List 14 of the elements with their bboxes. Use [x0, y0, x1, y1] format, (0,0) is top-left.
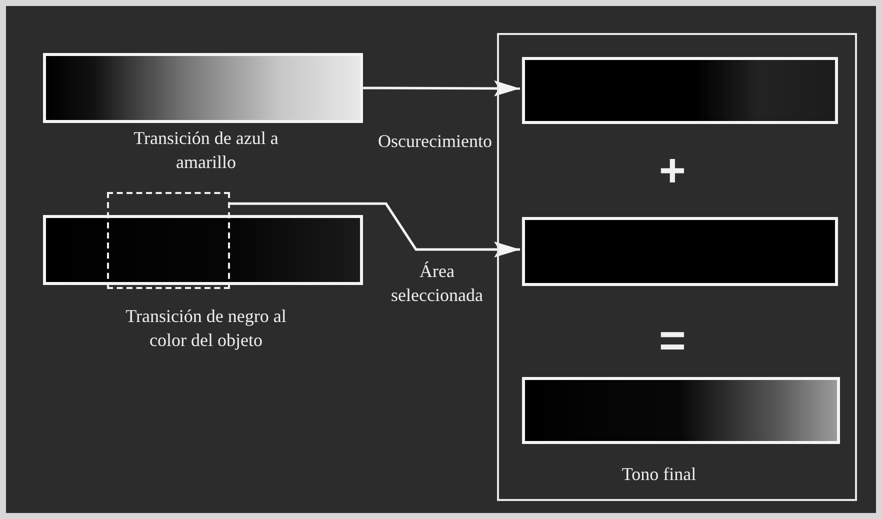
arrow [230, 202, 520, 258]
operator-symbol: = [659, 317, 686, 363]
node-label: Transición de azul a amarillo [132, 127, 280, 174]
gradient-bar [43, 215, 363, 285]
arrow [363, 80, 520, 96]
node-label: Tono final [620, 463, 698, 486]
gradient-bar [522, 57, 838, 124]
operator-symbol: + [659, 147, 686, 193]
gradient-bar [522, 217, 838, 286]
gradient-bar [43, 53, 363, 123]
node-label: Transición de negro al color del objeto [124, 305, 288, 352]
gradient-bar [522, 377, 840, 444]
result-panel [497, 33, 857, 501]
selection-marquee [107, 192, 230, 289]
